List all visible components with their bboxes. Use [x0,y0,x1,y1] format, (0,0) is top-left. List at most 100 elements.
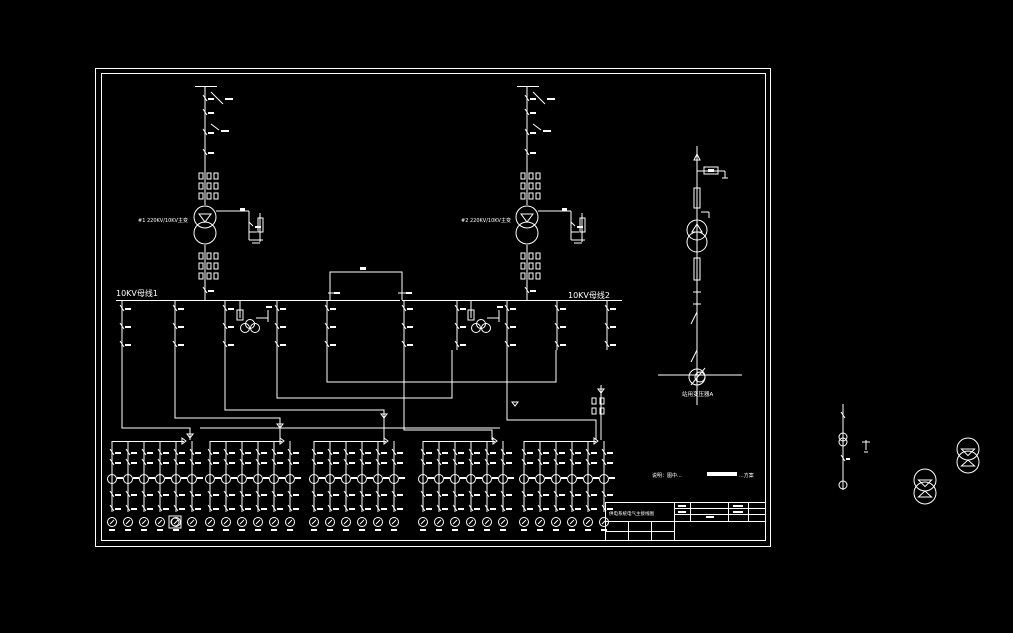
breaker-tag [330,308,336,310]
current-transformer [536,273,540,279]
switch [249,222,253,226]
breaker-blade [522,491,526,497]
breaker-tag [163,494,169,496]
breaker-tag [560,344,566,346]
current-transformer [199,173,203,179]
breaker-blade [453,459,457,465]
current-transformer [536,183,540,189]
motor-load [358,518,367,527]
transformer-winding [516,222,538,244]
breaker-blade [505,305,509,311]
breaker-blade [392,449,396,455]
breaker-tag [208,152,214,154]
current-transformer [214,173,218,179]
load-tag [468,529,474,531]
motor-mark [126,520,130,524]
load-tag [173,529,179,531]
breaker-blade [325,323,329,329]
breaker-blade [437,459,441,465]
lv-fuse [694,258,700,280]
pt-winding [241,324,250,333]
breaker-blade [190,449,194,455]
load-tag [125,529,131,531]
breaker-tag [179,462,185,464]
load-tag [207,529,213,531]
breaker-tag [407,344,413,346]
current-transformer [140,475,149,484]
breaker-blade [453,449,457,455]
ct-tag [577,477,583,479]
breaker-blade [174,491,178,497]
breaker-tag [575,462,581,464]
current-transformer [108,475,117,484]
breaker-blade [538,505,542,511]
breaker-tag [317,452,323,454]
breaker-tag [407,308,413,310]
breaker-blade [344,459,348,465]
current-transformer [529,273,533,279]
breaker-blade [555,341,559,347]
breaker-tag [208,112,214,114]
motor-load [499,518,508,527]
special-load-box [169,516,181,528]
breaker-blade [485,505,489,511]
breaker-blade [570,491,574,497]
breaker-tag [179,494,185,496]
load-tag [311,529,317,531]
breaker-blade [190,491,194,497]
breaker-tag [610,344,616,346]
breaker-blade [392,505,396,511]
breaker-blade [469,459,473,465]
breaker-tag [474,494,480,496]
breaker-blade [312,505,316,511]
title-block-name: 供电系统电气主接线图 [609,510,654,517]
ct-tag [609,477,615,479]
panel-arrow [384,438,388,444]
main-transformer-1-feeder [194,86,263,300]
breaker-tag [530,290,536,292]
motor-mark [392,520,396,524]
breaker-tag [277,462,283,464]
breaker-tag [442,508,448,510]
breaker-tag [591,462,597,464]
breaker-blade [525,149,529,155]
breaker-blade [142,505,146,511]
breaker-blade [505,323,509,329]
breaker-tag [560,308,566,310]
current-transformer [529,193,533,199]
breaker-tag [442,462,448,464]
breaker-blade [453,505,457,511]
breaker-blade [522,449,526,455]
current-transformer [552,475,561,484]
ct-tag [295,477,301,479]
transformer-winding [516,206,538,228]
breaker-blade [437,505,441,511]
breaker-tag [317,462,323,464]
load-panel-group [310,438,405,531]
breaker-tag [349,494,355,496]
current-transformer [467,475,476,484]
pt-tag [497,306,503,308]
breaker-blade [158,505,162,511]
breaker-tag [381,462,387,464]
breaker-tag [610,308,616,310]
breaker-tag [277,452,283,454]
breaker-blade [240,459,244,465]
side-branch [533,92,545,104]
load-tag [537,529,543,531]
motor-mark [421,520,425,524]
breaker-blade [570,505,574,511]
side-branch [211,92,223,104]
current-transformer [358,475,367,484]
breaker-tag [460,308,466,310]
load-panel-group [108,438,203,531]
breaker-tag [195,508,201,510]
breaker-tag [527,494,533,496]
breaker-blade [312,449,316,455]
pt-fuse [468,310,474,320]
breaker-blade [421,459,425,465]
breaker-blade [421,491,425,497]
breaker-tag [147,508,153,510]
motor-load [342,518,351,527]
